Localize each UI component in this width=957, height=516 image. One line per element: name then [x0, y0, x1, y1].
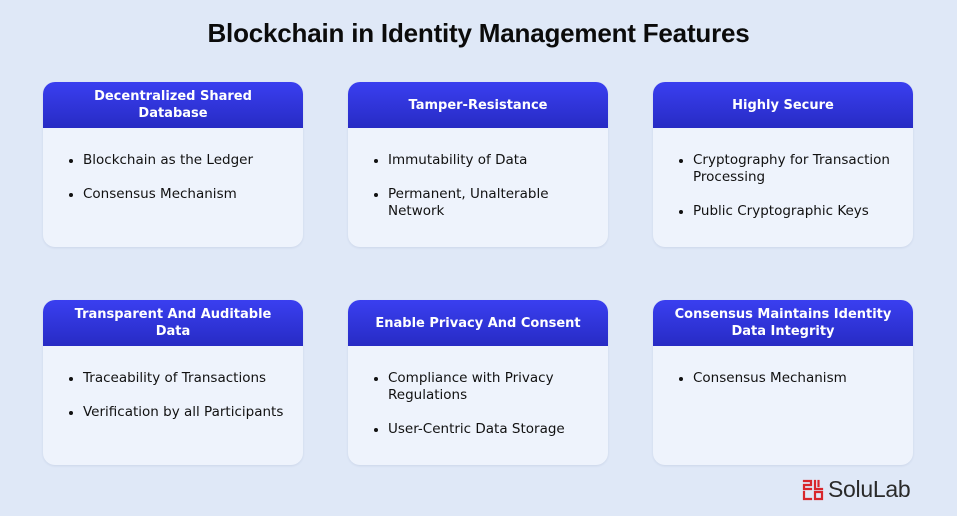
feature-card-consensus-integrity: Consensus Maintains Identity Data Integr… [653, 300, 913, 465]
list-item: Consensus Mechanism [679, 370, 897, 387]
list-item: Consensus Mechanism [69, 186, 287, 203]
list-item: Permanent, Unalterable Network [374, 186, 592, 220]
list-item: Traceability of Transactions [69, 370, 287, 387]
feature-card-transparent: Transparent And Auditable Data Traceabil… [43, 300, 303, 465]
card-list: Cryptography for Transaction Processing … [653, 128, 913, 220]
list-item: Compliance with Privacy Regulations [374, 370, 592, 404]
card-list: Immutability of Data Permanent, Unaltera… [348, 128, 608, 220]
card-heading: Decentralized Shared Database [43, 82, 303, 128]
list-item: Cryptography for Transaction Processing [679, 152, 897, 186]
list-item: Verification by all Participants [69, 404, 287, 421]
logo-text: SoluLab [828, 476, 911, 502]
card-list: Traceability of Transactions Verificatio… [43, 346, 303, 421]
list-item: Public Cryptographic Keys [679, 203, 897, 220]
feature-card-highly-secure: Highly Secure Cryptography for Transacti… [653, 82, 913, 247]
feature-card-privacy: Enable Privacy And Consent Compliance wi… [348, 300, 608, 465]
card-heading: Consensus Maintains Identity Data Integr… [653, 300, 913, 346]
page-title: Blockchain in Identity Management Featur… [207, 18, 750, 48]
card-heading: Transparent And Auditable Data [43, 300, 303, 346]
solulab-logo: SoluLab [802, 476, 911, 503]
feature-card-tamper-resistance: Tamper-Resistance Immutability of Data P… [348, 82, 608, 247]
list-item: Blockchain as the Ledger [69, 152, 287, 169]
card-list: Blockchain as the Ledger Consensus Mecha… [43, 128, 303, 203]
card-heading: Tamper-Resistance [348, 82, 608, 128]
card-list: Consensus Mechanism [653, 346, 913, 387]
feature-card-decentralized: Decentralized Shared Database Blockchain… [43, 82, 303, 247]
solulab-logo-icon [802, 479, 824, 500]
list-item: Immutability of Data [374, 152, 592, 169]
card-heading: Enable Privacy And Consent [348, 300, 608, 346]
list-item: User-Centric Data Storage [374, 421, 592, 438]
card-heading: Highly Secure [653, 82, 913, 128]
card-list: Compliance with Privacy Regulations User… [348, 346, 608, 438]
